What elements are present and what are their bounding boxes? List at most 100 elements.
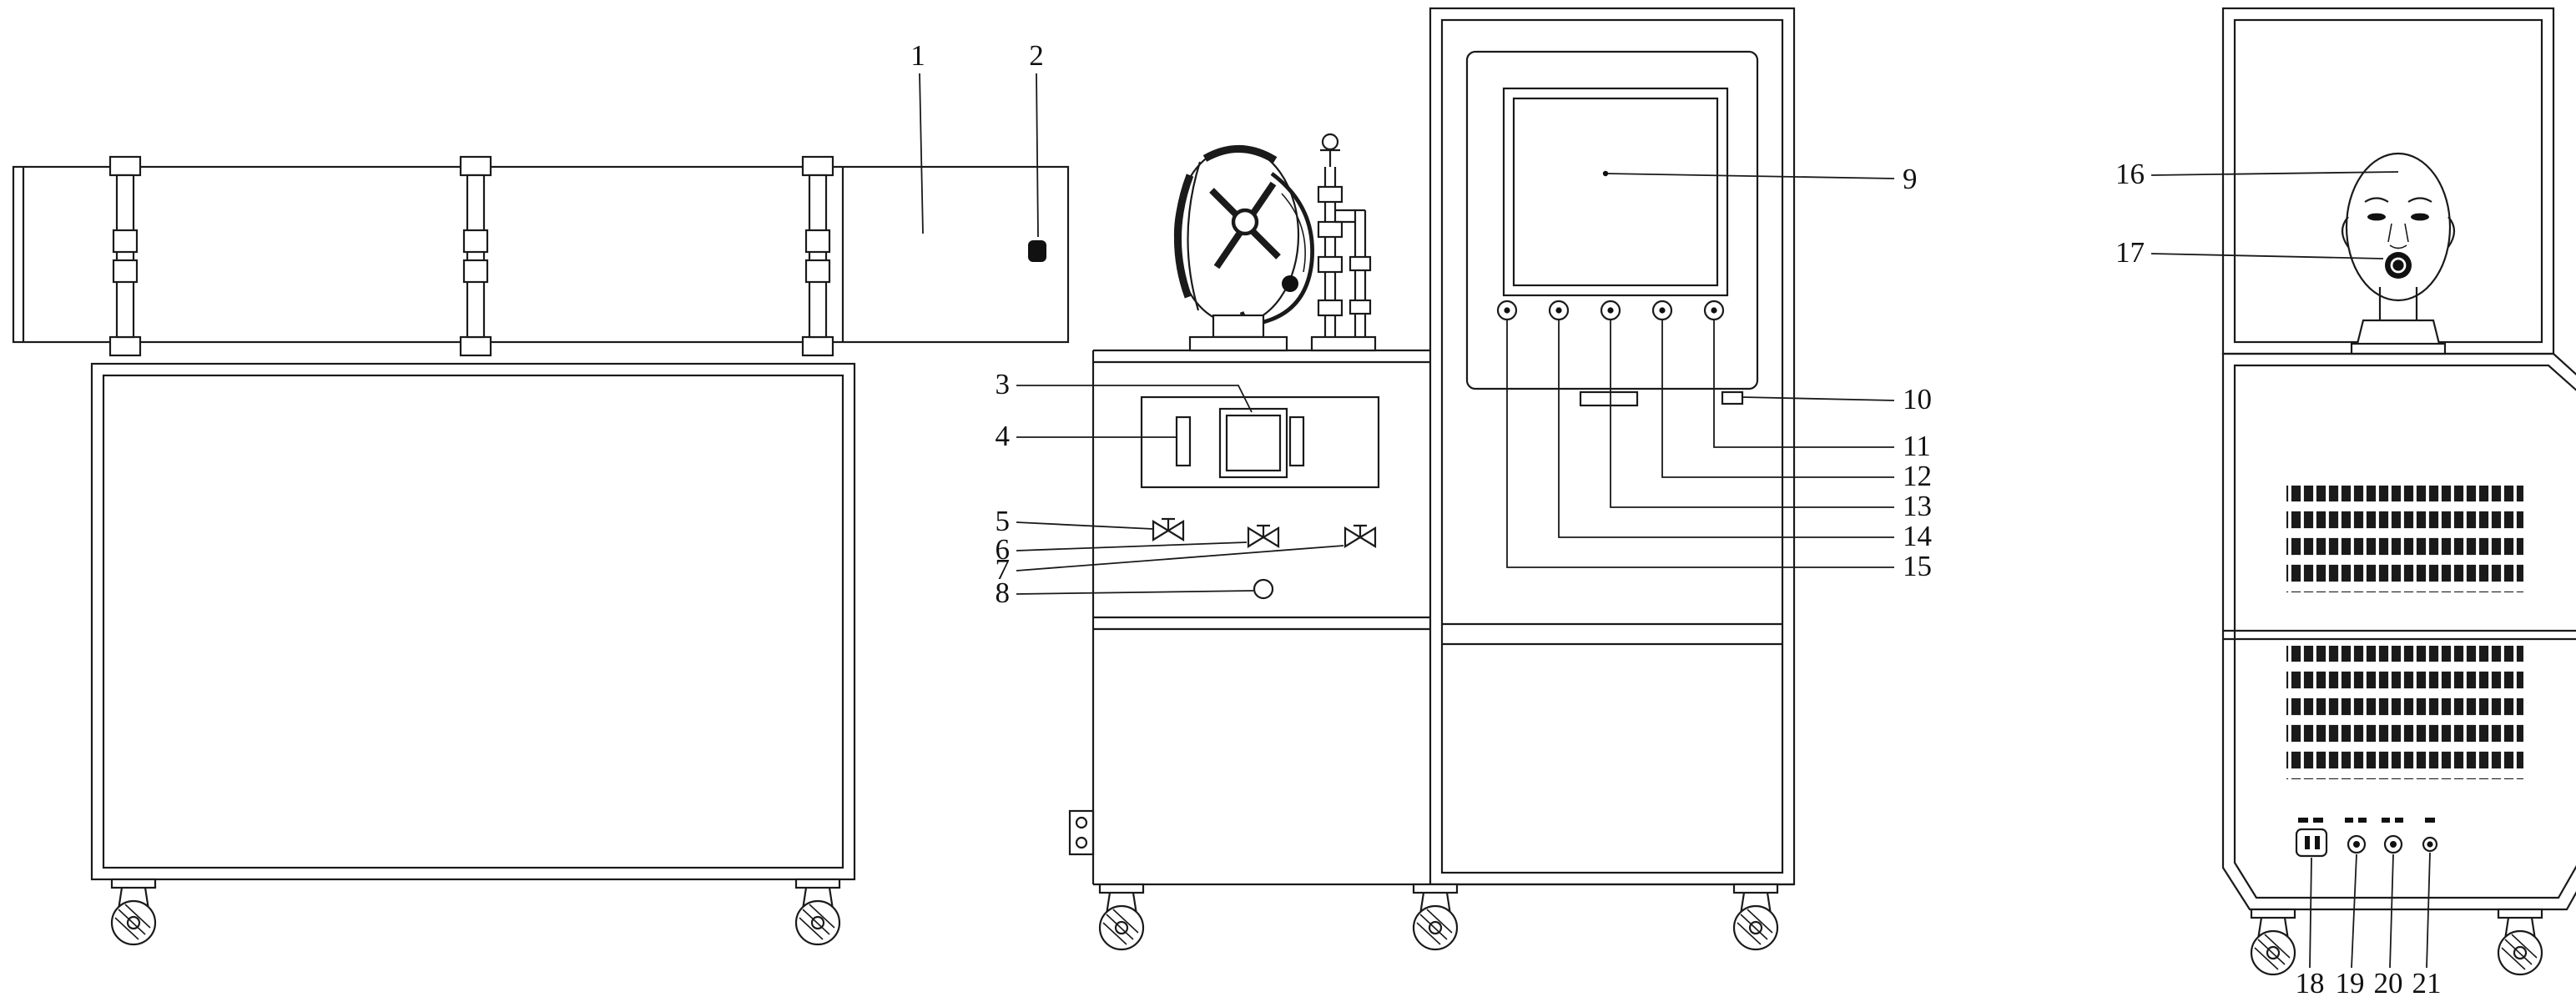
mask-exhale-valve <box>1282 275 1298 292</box>
pipe-fitting <box>1317 185 1343 204</box>
callouts: 1 2 3 4 5 6 7 8 <box>910 39 2441 997</box>
callout-9-label: 9 <box>1903 163 1918 195</box>
caster-wheel <box>110 878 157 946</box>
duct-sensor-port <box>1028 240 1046 262</box>
callout-14-leader <box>1558 320 1894 538</box>
callout-18-label: 18 <box>2296 967 2325 997</box>
callout-11-leader <box>1713 320 1894 448</box>
card-slot <box>1579 390 1639 407</box>
vent-grille-upper <box>2286 486 2523 592</box>
cabinet-inner <box>102 374 844 869</box>
callout-12: 12 <box>1661 320 1932 492</box>
left-assembly <box>12 155 1070 946</box>
callout-13-label: 13 <box>1903 490 1932 522</box>
panel-display-frame <box>1218 407 1288 479</box>
callout-12-leader <box>1661 320 1894 478</box>
callout-15-leader <box>1506 320 1894 568</box>
console-cabinet <box>1068 349 1794 886</box>
callout-1: 1 <box>910 39 925 234</box>
callout-18: 18 <box>2296 857 2325 997</box>
right-eyebrow <box>2407 197 2432 203</box>
callout-16-leader <box>2150 171 2399 176</box>
callout-7: 7 <box>996 545 1344 586</box>
callout-2: 2 <box>1029 39 1044 238</box>
silkscreen-mark <box>2313 818 2323 823</box>
callout-1-label: 1 <box>910 39 925 72</box>
callout-19: 19 <box>2336 853 2365 997</box>
monitor-screen <box>1512 97 1719 287</box>
callout-11: 11 <box>1713 320 1931 462</box>
control-knob-4 <box>1651 300 1673 321</box>
side-connector-pin <box>1075 836 1088 849</box>
equipment-cabinet <box>2221 352 2576 911</box>
callout-13: 13 <box>1610 320 1932 522</box>
callout-19-label: 19 <box>2336 967 2365 997</box>
callout-15-label: 15 <box>1903 550 1932 582</box>
control-knob-5 <box>1703 300 1725 321</box>
callout-6-leader <box>1016 541 1248 551</box>
head-pedestal <box>1212 314 1265 339</box>
left-eyebrow <box>2364 197 2389 203</box>
callout-9: 9 <box>1602 163 1918 195</box>
left-eye <box>2367 213 2386 221</box>
callout-3-label: 3 <box>996 368 1011 400</box>
duct-clamp <box>801 155 834 357</box>
callout-8-leader <box>1016 590 1254 595</box>
signal-port-pin <box>2353 841 2360 848</box>
callout-17-label: 17 <box>2115 236 2145 269</box>
head-base-plate <box>1188 335 1288 352</box>
callout-2-label: 2 <box>1029 39 1044 72</box>
callout-11-label: 11 <box>1903 430 1931 462</box>
harness-strap-back-inner <box>1187 161 1202 311</box>
callout-5: 5 <box>996 505 1154 537</box>
callout-12-label: 12 <box>1903 460 1932 492</box>
pipe-fitting <box>1348 299 1372 315</box>
callout-20-leader <box>2389 853 2394 969</box>
power-inlet-pin <box>2305 836 2310 849</box>
face-outline <box>2345 152 2452 302</box>
caster-wheel <box>794 878 841 946</box>
callout-10-label: 10 <box>1903 383 1932 415</box>
signal-port-pin <box>2390 841 2397 848</box>
manikin-head-masked <box>1173 145 1314 352</box>
callout-17: 17 <box>2115 236 2384 269</box>
control-knob-2 <box>1548 300 1570 321</box>
cabinet-inner <box>2233 364 2576 899</box>
monitor-screen-frame <box>1502 87 1729 297</box>
callout-3-leader <box>1016 385 1253 413</box>
callout-8: 8 <box>996 577 1254 609</box>
chamber-cabinet <box>90 362 856 946</box>
pipe-base-flange <box>1310 335 1377 352</box>
panel-frame <box>1140 395 1380 489</box>
mask-cup-inner <box>1281 193 1306 273</box>
breathing-pipe-assembly <box>1310 133 1377 352</box>
harness-buckle <box>1231 208 1259 236</box>
flow-valve-1 <box>1152 517 1185 541</box>
duct-clamp <box>108 155 142 357</box>
panel-right-gauge <box>1288 415 1305 467</box>
callout-4: 4 <box>996 420 1177 452</box>
signal-port <box>2347 834 2367 854</box>
pipe-fitting <box>1317 299 1343 317</box>
indicator-lamp <box>1253 578 1274 600</box>
callout-21: 21 <box>2412 852 2442 997</box>
signal-port <box>2422 836 2438 853</box>
pipe-fitting <box>1317 255 1343 274</box>
harness-strap-crown <box>1202 145 1278 164</box>
chamber-inner <box>2233 18 2543 344</box>
monitor-bezel <box>1465 50 1759 390</box>
horizontal-duct <box>12 165 1070 344</box>
signal-port <box>2383 834 2403 854</box>
caster-wheel <box>1732 883 1779 951</box>
cabinet-outer <box>90 362 856 881</box>
callout-21-label: 21 <box>2412 967 2442 997</box>
nose <box>2387 223 2409 249</box>
vent-grille-lower <box>2286 646 2523 779</box>
right-ear <box>2447 216 2456 248</box>
manikin-head-front <box>2341 152 2456 355</box>
mask-cup <box>1239 172 1314 325</box>
caster-wheel <box>1412 883 1459 951</box>
callout-21-leader <box>2426 852 2431 969</box>
tower-outer <box>1429 7 1796 886</box>
silkscreen-mark <box>2358 818 2367 823</box>
